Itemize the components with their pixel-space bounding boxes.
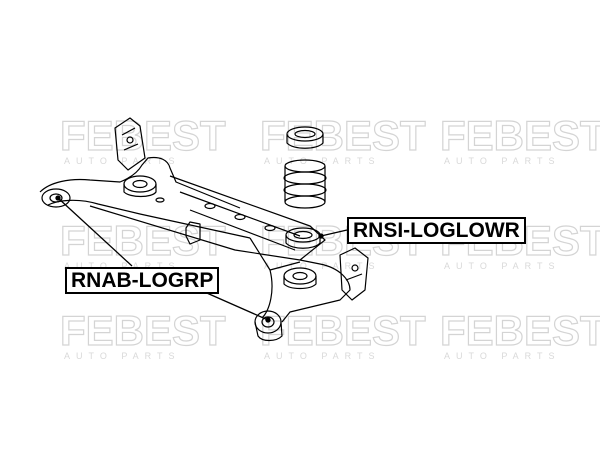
rear-axle-beam: [39, 117, 369, 342]
watermark-tagline: AUTO PARTS: [264, 156, 381, 166]
leader-dot: [318, 233, 324, 239]
leader-lines: [55, 195, 348, 323]
watermark-brand: FEBEST: [440, 307, 600, 354]
watermark-brand: FEBEST: [60, 217, 226, 264]
coil-spring: [283, 159, 327, 209]
watermark-brand: FEBEST: [440, 112, 600, 159]
watermark-brand: FEBEST: [260, 307, 426, 354]
leader-line-axle-bushing-left: [57, 197, 133, 267]
leader-line-spring-insulator: [320, 229, 348, 237]
watermark-tagline: AUTO PARTS: [264, 351, 381, 361]
part-number-callout: RNSI-LOGLOWR: [347, 217, 526, 244]
watermark-tagline: AUTO PARTS: [264, 261, 381, 271]
watermark-brand: FEBEST: [260, 112, 426, 159]
watermark-tagline: AUTO PARTS: [444, 261, 561, 271]
watermark-brand: FEBEST: [60, 112, 226, 159]
leader-dot: [55, 195, 61, 201]
upper-spring-insulator: [286, 126, 324, 149]
leader-line-axle-bushing-right: [199, 289, 269, 321]
part-number-callout: RNAB-LOGRP: [65, 267, 220, 294]
watermark-tagline: AUTO PARTS: [444, 156, 561, 166]
leader-dot: [265, 317, 271, 323]
watermark-tagline: AUTO PARTS: [64, 261, 181, 271]
watermark-tagline: AUTO PARTS: [64, 351, 181, 361]
watermark-tagline: AUTO PARTS: [444, 351, 561, 361]
watermark-brand: FEBEST: [60, 307, 226, 354]
